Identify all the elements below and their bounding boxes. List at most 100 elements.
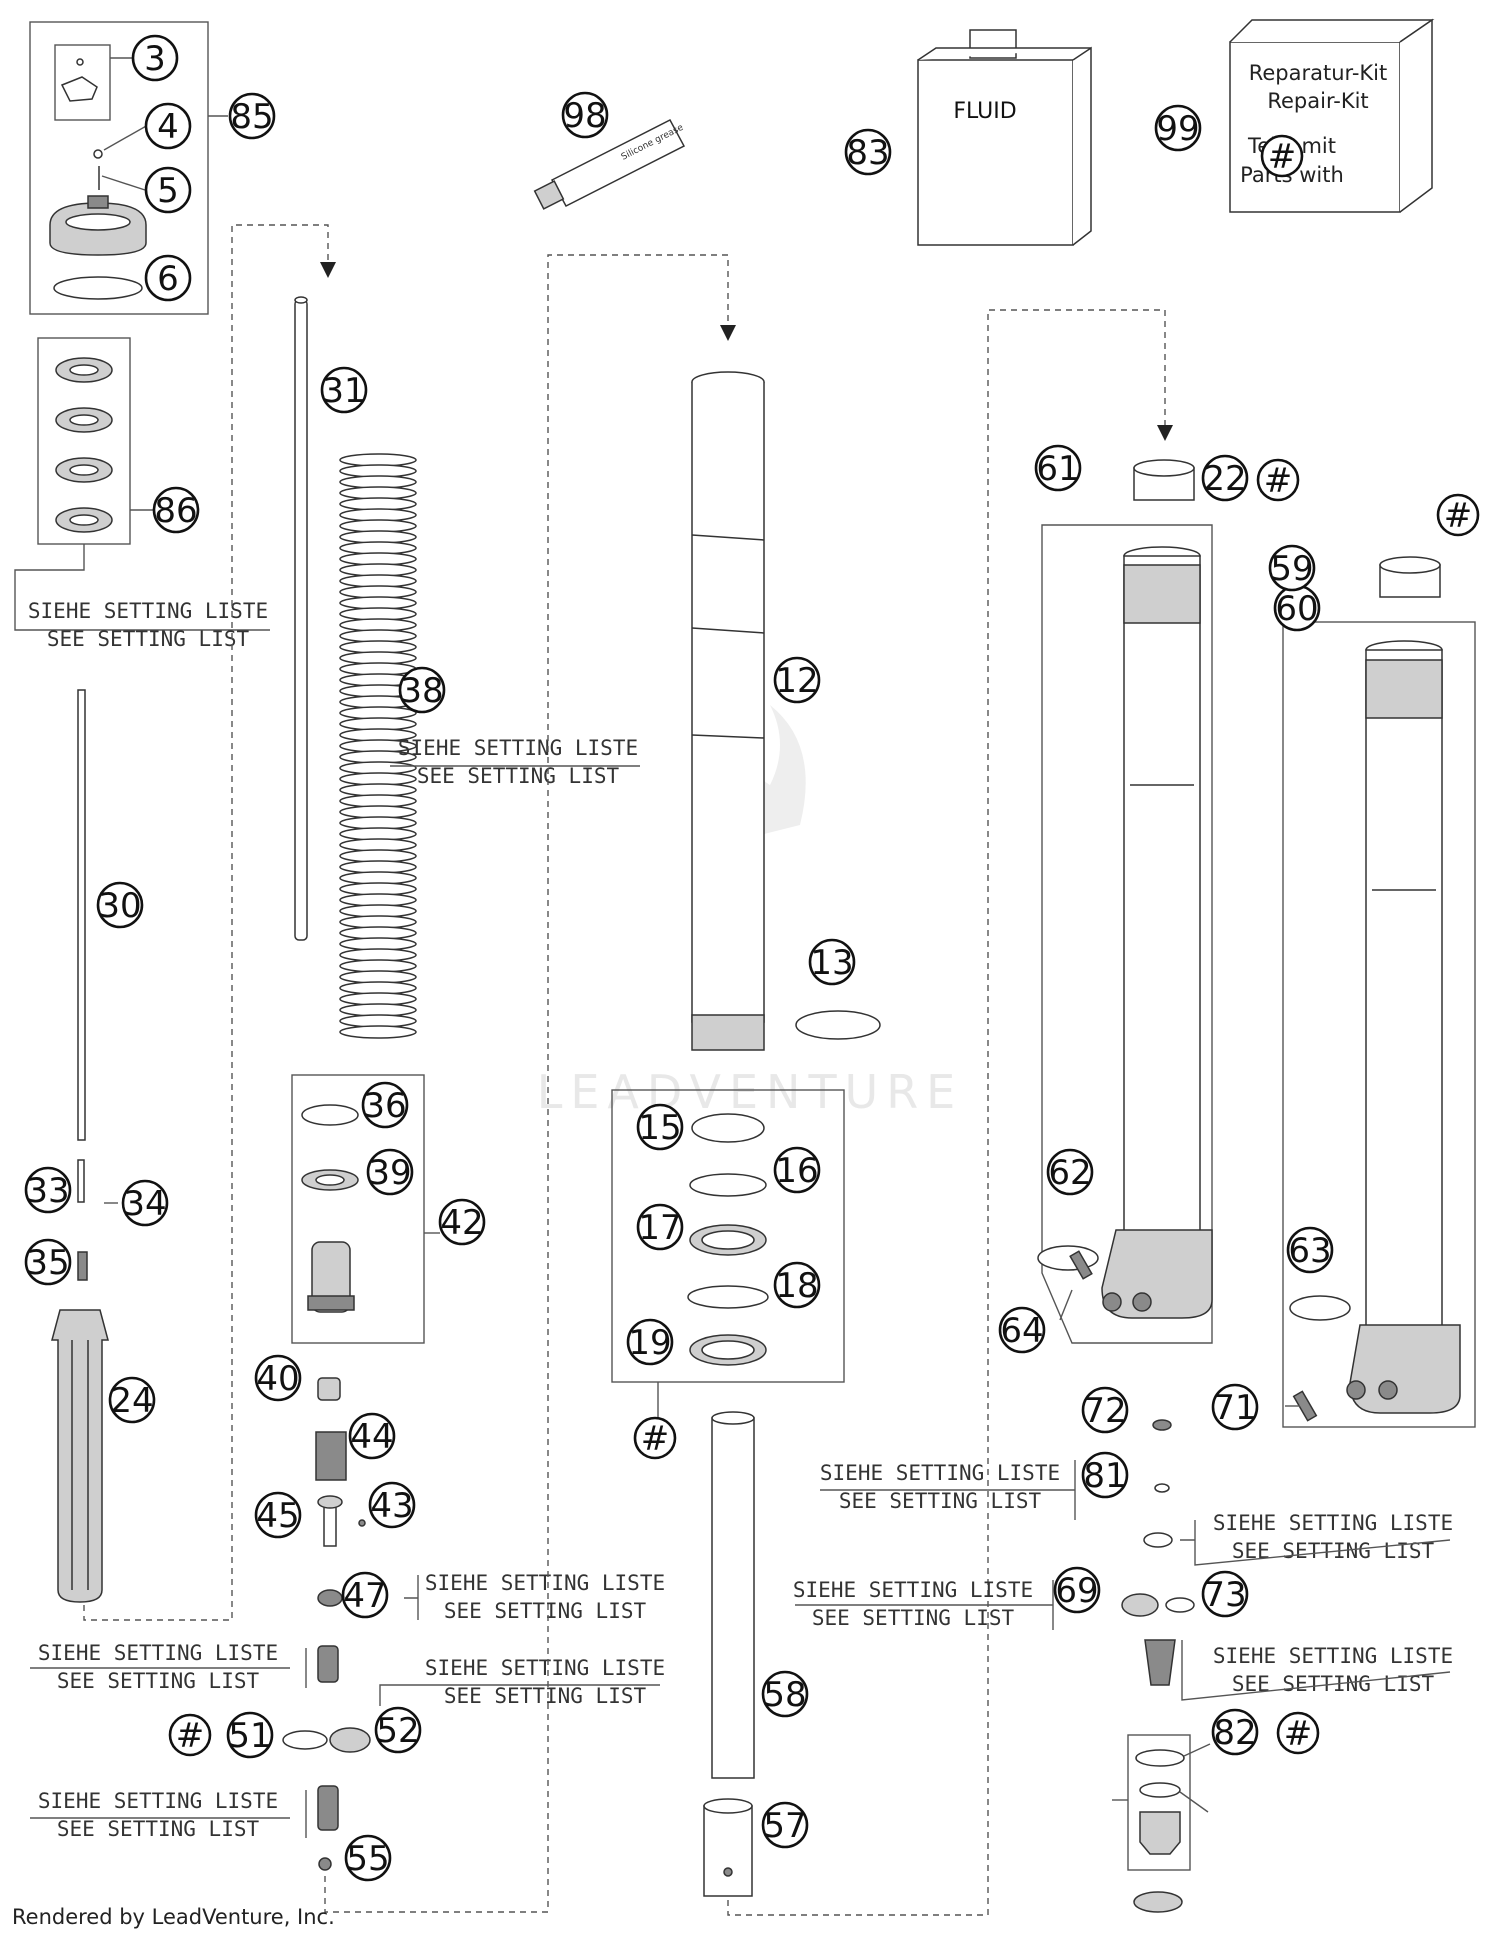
callout-label: 73 [1203,1575,1246,1615]
shim-cone-part [1144,1639,1176,1686]
watermark-text: LEADVENTURE [537,1065,964,1119]
callout-44: 44 [348,1412,396,1460]
grease-tube-part: Silicone grease [533,118,686,210]
bottom-nut-part [1133,1891,1183,1913]
callout-label: 71 [1213,1388,1256,1428]
callout-label: 72 [1083,1391,1126,1431]
callout-label: 34 [123,1184,166,1224]
arrow-down-icon [320,262,336,278]
callout-label: 44 [350,1417,393,1457]
valve-cap-part [317,1377,341,1401]
nut-63-part [1152,1419,1172,1431]
callout-label: 99 [1156,109,1199,149]
callout-label: 17 [638,1208,681,1248]
fluid-bottle-part: FLUID [917,29,1092,246]
kit-line-1: Reparatur-Kit [1249,61,1388,85]
callout-99: 99 [1154,104,1202,152]
callout-69: 69 [1053,1566,1101,1614]
callout-36: 36 [361,1081,409,1129]
callout-83: 83 [844,128,892,176]
setting-en: SEE SETTING LIST [57,1817,260,1841]
fork-spring-part [339,453,417,1039]
callout-label: 59 [1270,549,1313,589]
callout-18: 18 [773,1261,821,1309]
guide-ring-part [795,1010,881,1040]
callout-51: 51 [226,1711,274,1759]
setting-note-71: SIEHE SETTING LISTE SEE SETTING LIST [793,1578,1054,1630]
callout-label: 81 [1083,1456,1126,1496]
callout-label: 22 [1203,459,1246,499]
callout-4: 4 [144,102,192,150]
callout-34: 34 [121,1179,169,1227]
callout-label: 69 [1055,1571,1098,1611]
setting-de: SIEHE SETTING LISTE [793,1578,1033,1602]
callout-31: 31 [320,366,368,414]
fork-leg-box-61 [1041,524,1213,1344]
callout-72: 72 [1081,1386,1129,1434]
repair-kit-box: Reparatur-Kit Repair-Kit Teile mit Parts… [1229,18,1435,213]
setting-de: SIEHE SETTING LISTE [425,1571,665,1595]
callout-label: 52 [376,1711,419,1751]
callout-40: 40 [254,1354,302,1402]
callout-6: 6 [144,254,192,302]
callout-label: 16 [775,1151,818,1191]
arrow-down-icon [720,325,736,341]
compression-valve-part [1139,1811,1181,1855]
hash-marker: # [1276,1711,1320,1755]
callout-71: 71 [1211,1383,1259,1431]
callout-43: 43 [368,1481,416,1529]
callout-59: 59 [1268,544,1316,592]
setting-note-right-1: SIEHE SETTING LISTE SEE SETTING LIST [1180,1511,1453,1566]
spring-small-part [77,1251,88,1281]
fluid-label: FLUID [953,99,1016,124]
callout-label: 31 [322,371,365,411]
arrow-down-icon [1157,425,1173,441]
callout-47: 47 [341,1571,389,1619]
setting-de: SIEHE SETTING LISTE [1213,1511,1453,1535]
callout-label: 63 [1288,1231,1331,1271]
damper-rod-part [77,689,86,1141]
callout-label: 39 [368,1153,411,1193]
fork-leg-61-part [1101,546,1213,1319]
callout-label: 83 [846,133,889,173]
valve-stack-part [317,1785,339,1831]
cap-assembly-box [29,21,209,315]
callout-45: 45 [254,1491,302,1539]
setting-en: SEE SETTING LIST [812,1606,1015,1630]
callout-35: 35 [24,1238,72,1286]
hash-label: # [1264,461,1293,501]
nut-part [317,1589,343,1607]
setting-note-38: SIEHE SETTING LISTE SEE SETTING LIST [390,736,640,788]
callout-label: 24 [110,1381,153,1421]
washer-part [282,1730,328,1750]
callout-label: 58 [763,1675,806,1715]
callout-38: 38 [398,666,446,714]
callout-label: 18 [775,1266,818,1306]
setting-de: SIEHE SETTING LISTE [425,1656,665,1680]
callout-85: 85 [228,92,276,140]
inner-tube-part [711,1417,755,1779]
callout-label: 30 [98,886,141,926]
piston-nut-part [329,1727,371,1753]
callout-label: 15 [638,1108,681,1148]
o-ring-59-part [1037,1245,1099,1271]
hash-label: # [1284,1714,1313,1754]
kit-line-2: Repair-Kit [1267,89,1368,113]
callout-3: 3 [131,34,179,82]
setting-de: SIEHE SETTING LISTE [28,599,268,623]
callout-label: 4 [157,107,179,147]
callout-63: 63 [1286,1226,1334,1274]
callout-58: 58 [761,1670,809,1718]
callout-label: 57 [763,1806,806,1846]
hash-label: # [176,1716,205,1756]
callout-42: 42 [438,1198,486,1246]
callout-label: 51 [228,1716,271,1756]
callout-label: 36 [363,1086,406,1126]
piston-part [311,1241,351,1313]
callout-19: 19 [626,1318,674,1366]
callout-label: 19 [628,1323,671,1363]
setting-de: SIEHE SETTING LISTE [398,736,638,760]
callout-55: 55 [344,1834,392,1882]
callout-label: 42 [440,1203,483,1243]
